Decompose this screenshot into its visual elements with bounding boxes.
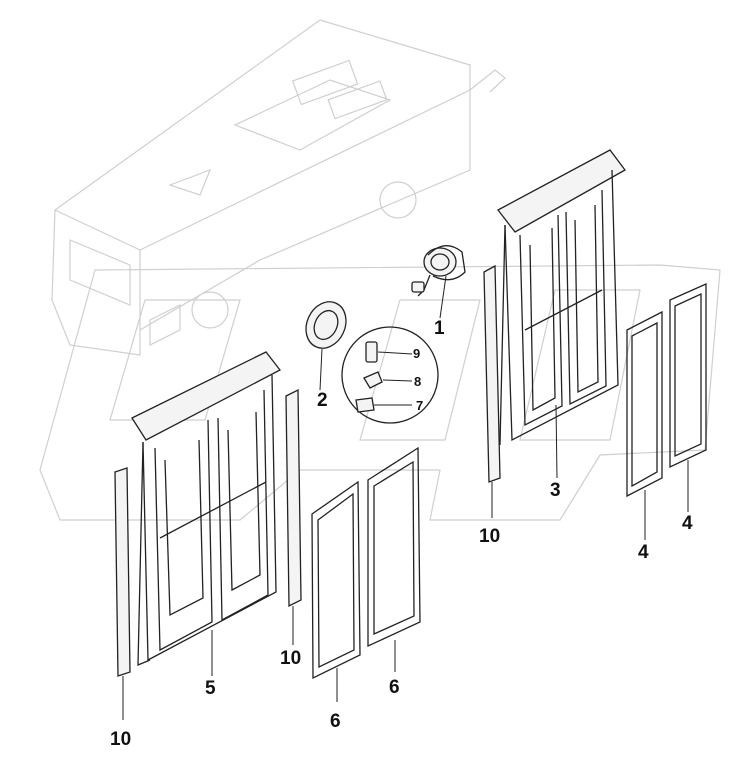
part-3-door-assembly-right bbox=[497, 149, 626, 479]
part-6-glass-pane-b bbox=[367, 446, 421, 672]
part-10-strip-right bbox=[483, 264, 501, 518]
callout-1: 1 bbox=[434, 318, 445, 339]
callout-9: 9 bbox=[413, 346, 420, 361]
part-6-glass-pane-a bbox=[311, 480, 361, 702]
part-10-strip-middle bbox=[285, 388, 302, 645]
part-7-connector bbox=[355, 397, 375, 413]
callout-8: 8 bbox=[414, 374, 421, 389]
part-9-fitting bbox=[365, 341, 378, 363]
callout-4b: 4 bbox=[682, 513, 693, 534]
part-4-glass-pane-b bbox=[669, 282, 707, 512]
callout-6b: 6 bbox=[389, 677, 400, 698]
callout-4a: 4 bbox=[638, 542, 649, 563]
part-8-elbow bbox=[363, 371, 383, 389]
callout-10c: 10 bbox=[479, 526, 500, 547]
fittings-detail-circle bbox=[341, 326, 439, 424]
bus-outline bbox=[51, 19, 506, 356]
callout-10b: 10 bbox=[280, 648, 301, 669]
part-5-door-assembly-left bbox=[131, 351, 281, 676]
part-10-strip-left bbox=[114, 467, 131, 720]
part-1-door-drive-unit bbox=[411, 245, 466, 319]
callout-2: 2 bbox=[317, 390, 328, 411]
part-4-glass-pane-a bbox=[626, 310, 663, 540]
part-2-ring-seal bbox=[305, 301, 347, 391]
callout-6a: 6 bbox=[330, 711, 341, 732]
callout-7: 7 bbox=[416, 398, 423, 413]
callout-5: 5 bbox=[205, 678, 216, 699]
callout-3: 3 bbox=[550, 480, 561, 501]
callout-10a: 10 bbox=[110, 729, 131, 750]
